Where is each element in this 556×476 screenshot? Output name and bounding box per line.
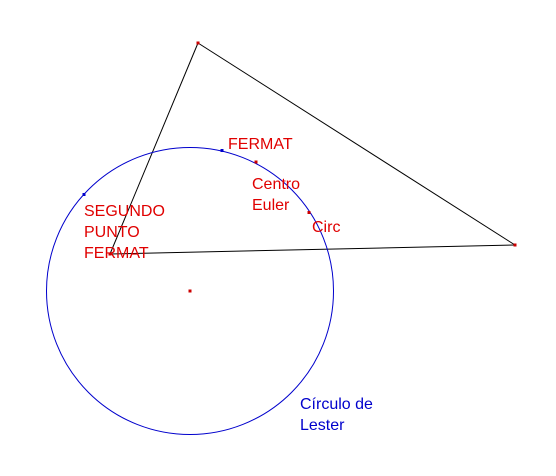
euler-center-label-line1: Centro	[252, 176, 300, 193]
triangle-side-bottom	[109, 244, 516, 255]
euler-center-label-line2: Euler	[252, 197, 290, 214]
second-fermat-label-line3: FERMAT	[84, 245, 149, 262]
second-fermat-point	[82, 193, 86, 196]
lester-circle-label-line2: Lester	[300, 417, 345, 434]
lester-center-point	[188, 289, 192, 293]
triangle-side-top-right	[197, 42, 516, 246]
vertex-right-point	[513, 243, 517, 247]
euler-center-point	[254, 160, 258, 164]
vertex-top-point	[196, 41, 200, 45]
fermat-point	[220, 149, 224, 152]
second-fermat-label-line2: PUNTO	[84, 224, 140, 241]
circumcenter-label: Circ	[312, 219, 340, 236]
points	[82, 41, 517, 293]
lester-circle-label-line1: Círculo de	[300, 396, 373, 413]
circumcenter-point	[307, 211, 311, 214]
triangle	[109, 42, 516, 255]
fermat-label: FERMAT	[228, 136, 293, 153]
triangle-side-left	[109, 42, 199, 255]
vertex-left-point	[108, 252, 112, 256]
lester-circle	[46, 147, 334, 435]
second-fermat-label-line1: SEGUNDO	[84, 203, 165, 220]
